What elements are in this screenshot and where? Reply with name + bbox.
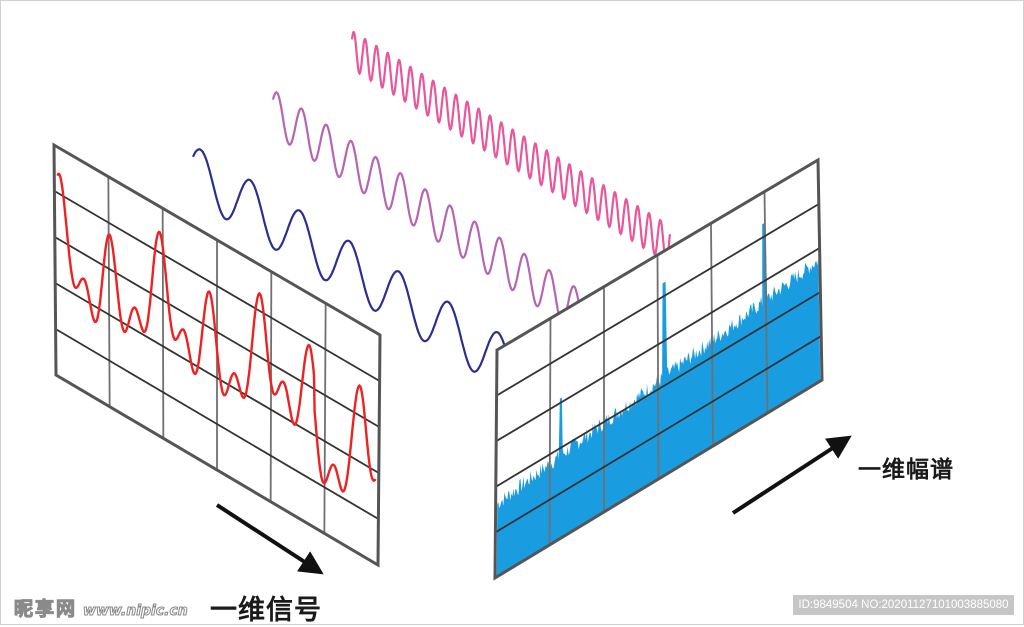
frequency-direction-arrow [731, 435, 852, 515]
low-frequency-wave [192, 148, 517, 386]
high-frequency-wave [350, 30, 672, 264]
spectrum-label: 一维幅谱 [858, 457, 954, 483]
time-signal-label: 一维信号 [210, 595, 322, 626]
watermark-url: www.nipic.cn [83, 603, 189, 620]
component-waves [192, 30, 672, 386]
spectrum-panel [493, 157, 824, 581]
time-direction-arrow [215, 503, 324, 575]
watermark: 昵享网 www.nipic.cn [13, 594, 189, 621]
watermark-site: 昵享网 [13, 598, 78, 621]
time-signal-panel [52, 142, 382, 568]
image-id-bar: ID:9849504 NO:20201127101003885080 [793, 595, 1014, 615]
mid-frequency-wave [271, 90, 597, 340]
time-signal-curve [56, 172, 377, 493]
direction-arrows [215, 435, 852, 575]
